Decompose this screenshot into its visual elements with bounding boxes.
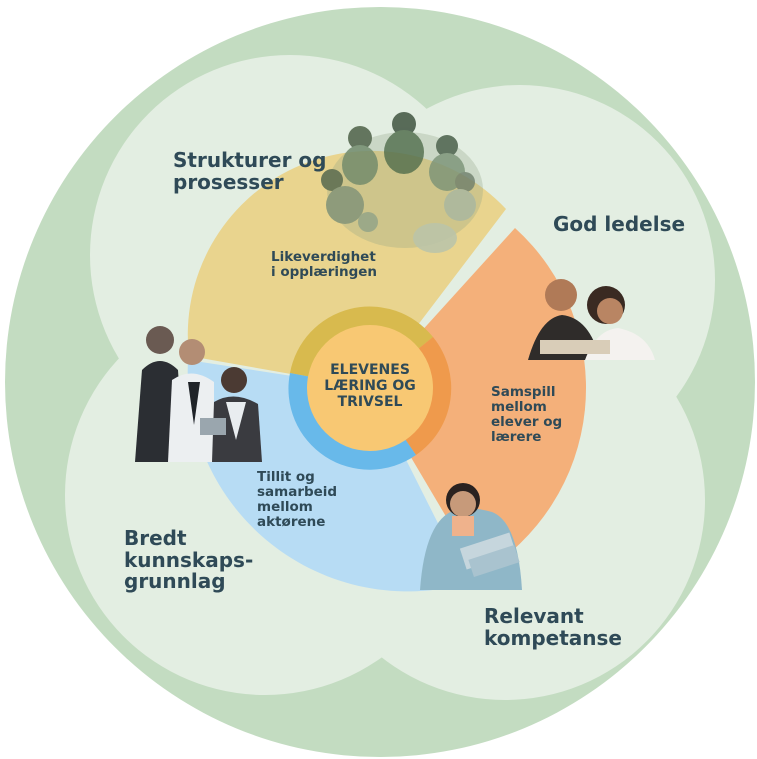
label-center-line-1: ELEVENES	[330, 362, 410, 378]
label-tillit-line-1: Tillit og	[257, 469, 315, 485]
label-tillit: Tillit og samarbeid mellom aktørene	[257, 469, 338, 531]
label-kompetanse: Relevant kompetanse	[484, 604, 622, 650]
label-kompetanse-line-1: Relevant	[484, 604, 584, 628]
label-kunnskap-line-3: grunnlag	[124, 569, 226, 594]
label-samspill-line-2: mellom	[491, 399, 547, 416]
label-samspill: Samspill mellom elever og lærere	[491, 384, 563, 446]
label-tillit-line-3: mellom	[257, 499, 313, 516]
label-tillit-line-2: samarbeid	[257, 484, 338, 501]
label-likeverdighet: Likeverdighet i opplæringen	[271, 249, 378, 281]
sector-likeverdighet	[187, 150, 506, 388]
label-ledelse-line-1: God ledelse	[553, 212, 686, 236]
photo-students	[321, 112, 483, 253]
label-center-line-3: TRIVSEL	[337, 394, 403, 411]
sector-samspill	[370, 228, 587, 574]
photo-teacher-books	[420, 483, 522, 590]
label-samspill-line-4: lærere	[491, 429, 542, 446]
label-center-line-2: LÆRING OG	[324, 378, 416, 395]
label-samspill-line-1: Samspill	[491, 384, 556, 400]
label-tillit-line-4: aktørene	[257, 514, 326, 531]
photo-teacher-student	[528, 279, 655, 360]
label-samspill-line-3: elever og	[491, 414, 563, 431]
label-kompetanse-line-2: kompetanse	[484, 625, 622, 650]
label-strukturer-line-2: prosesser	[173, 169, 284, 194]
core-circle	[307, 325, 433, 451]
label-kunnskap: Bredt kunnskaps- grunnlag	[124, 526, 254, 594]
label-ledelse: God ledelse	[553, 212, 686, 236]
photo-colleagues	[135, 326, 262, 462]
label-likeverdighet-line-2: i opplæringen	[271, 264, 378, 281]
label-kunnskap-line-1: Bredt	[124, 526, 187, 550]
label-strukturer: Strukturer og prosesser	[173, 148, 327, 194]
label-center: ELEVENES LÆRING OG TRIVSEL	[318, 362, 422, 410]
label-likeverdighet-line-1: Likeverdighet	[271, 249, 376, 265]
label-strukturer-line-1: Strukturer og	[173, 148, 327, 172]
label-kunnskap-line-2: kunnskaps-	[124, 547, 254, 572]
